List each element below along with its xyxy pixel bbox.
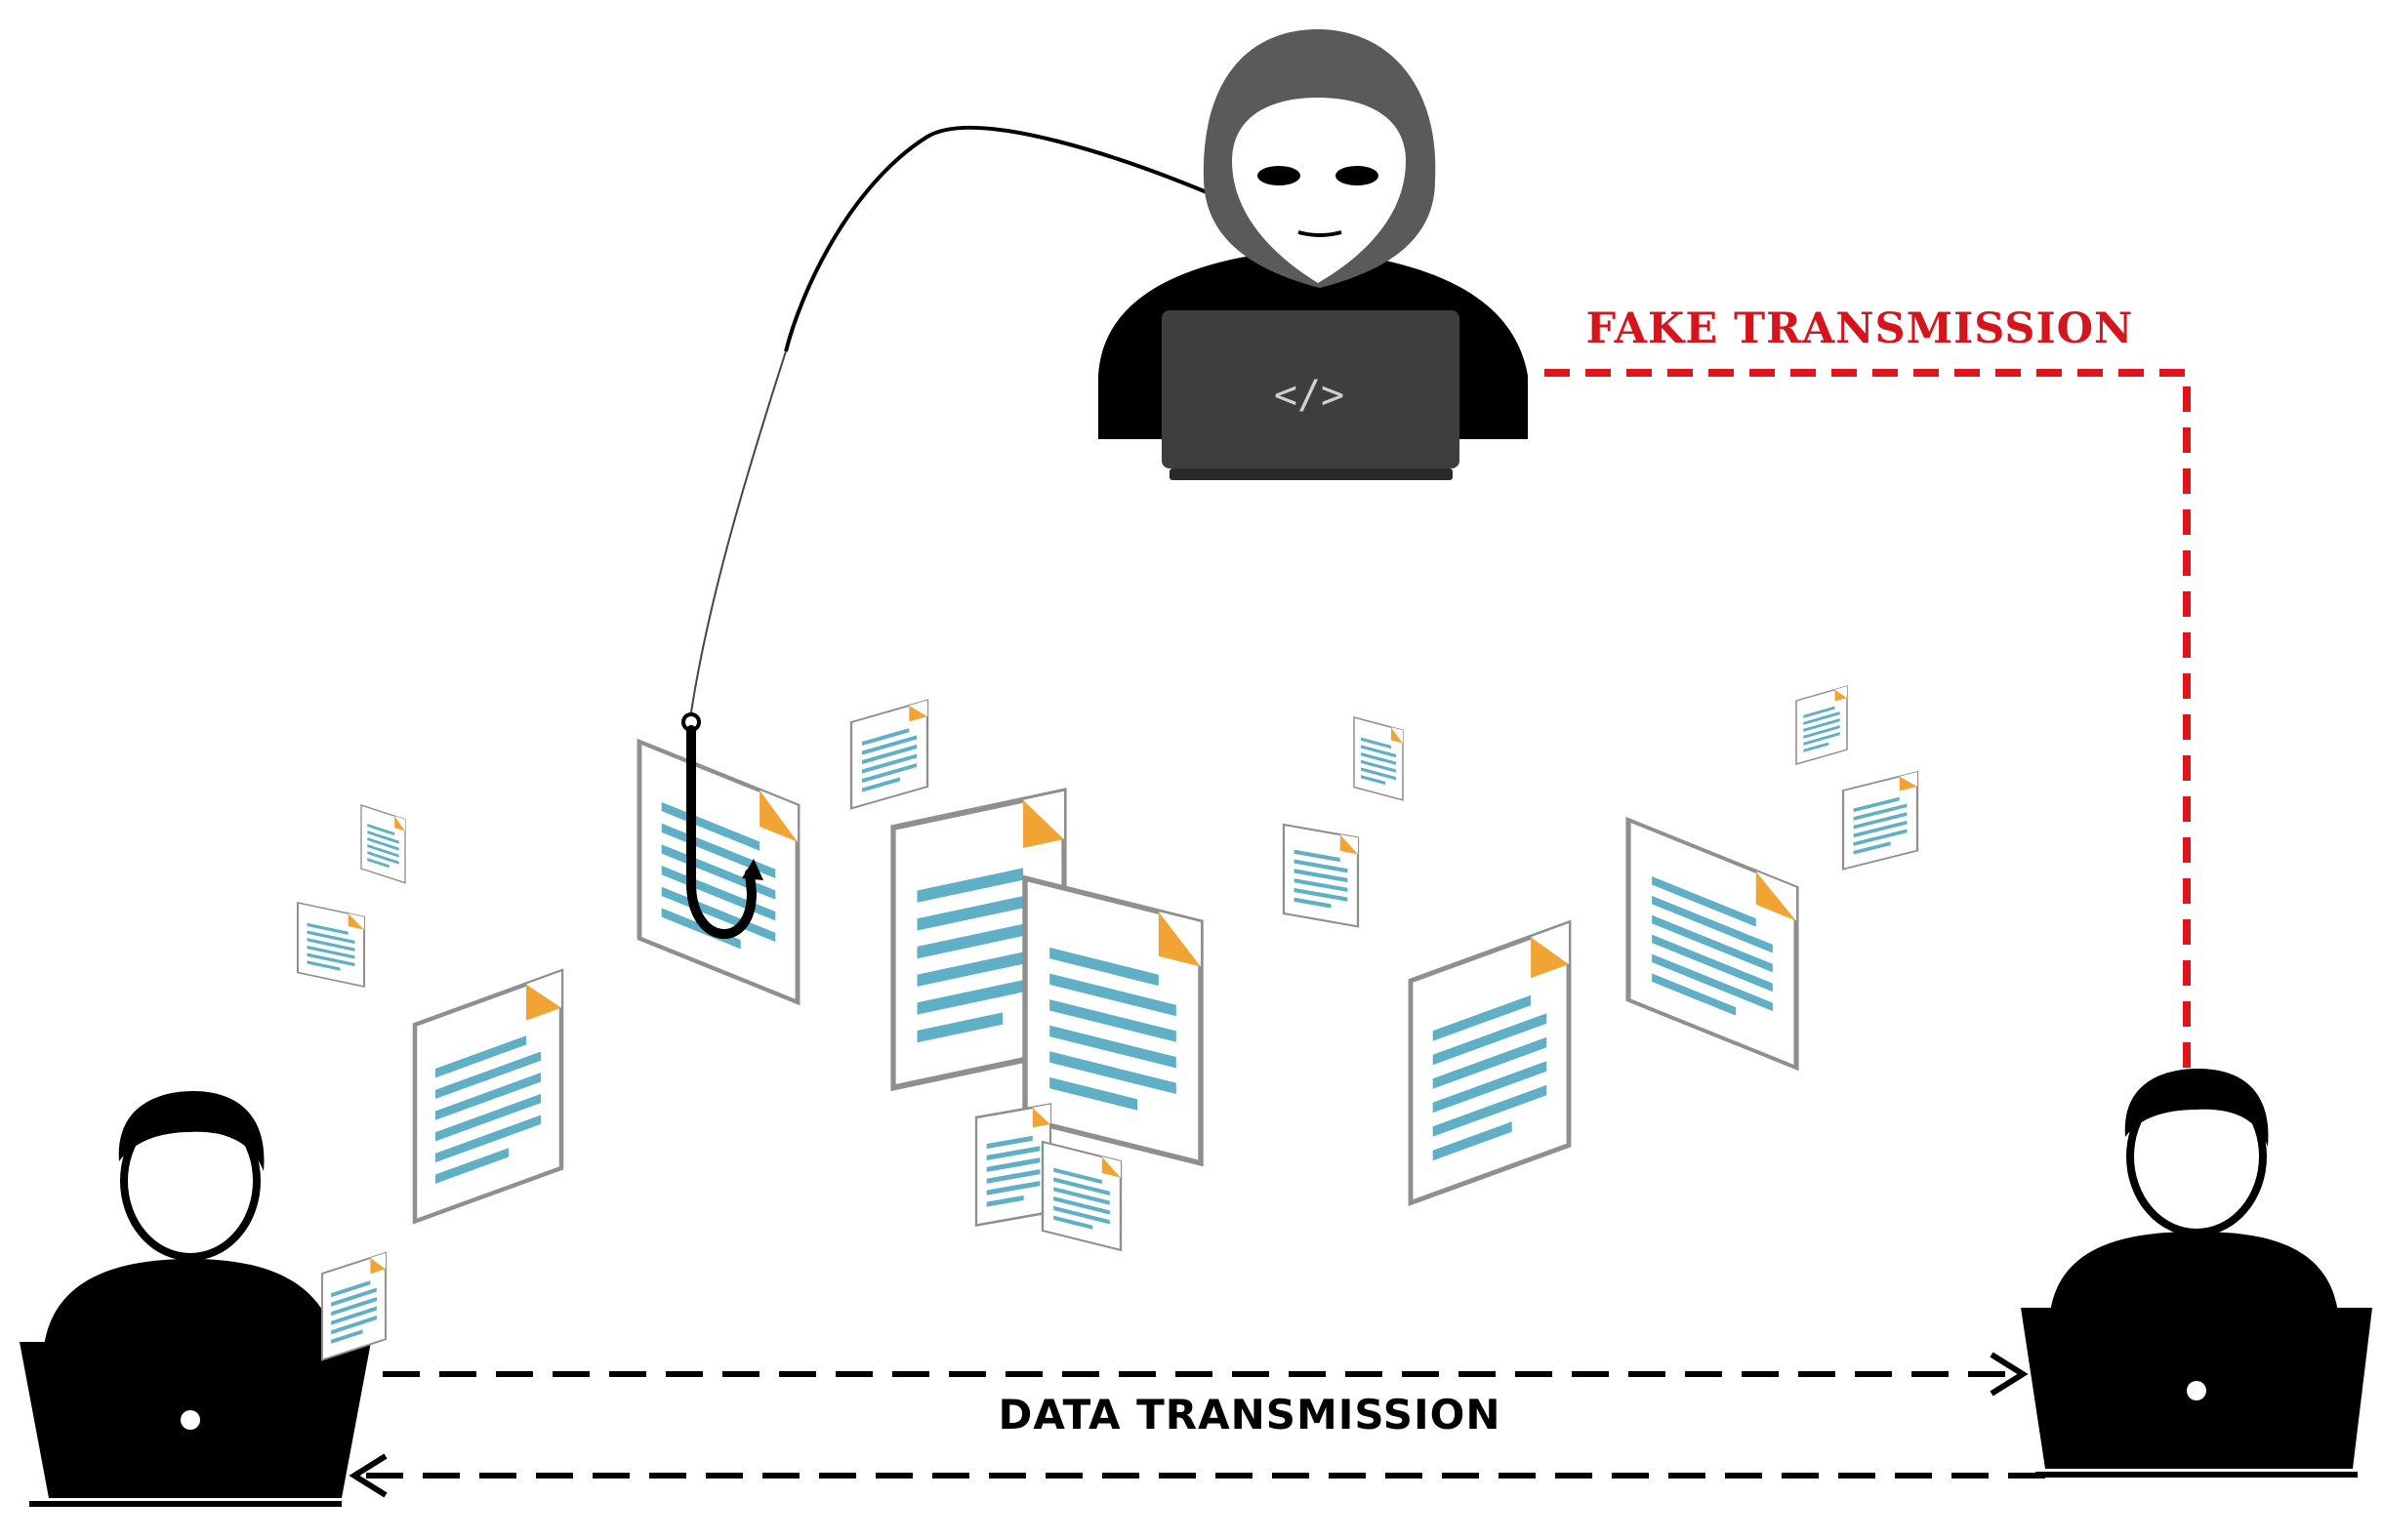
document-icon bbox=[849, 699, 929, 810]
receiver-hair bbox=[2124, 1069, 2269, 1147]
arrowhead-right-icon bbox=[1990, 1352, 2029, 1397]
hacker-eye-left bbox=[1257, 166, 1300, 185]
hacker-mouth bbox=[1297, 230, 1342, 237]
hacker-mask bbox=[1232, 98, 1406, 283]
code-icon: </> bbox=[1274, 373, 1344, 418]
receiver-laptop-icon bbox=[2021, 1308, 2372, 1478]
receiver-body bbox=[2050, 1232, 2338, 1313]
fake-transmission-line bbox=[1544, 369, 2191, 1074]
fishing-hook-icon bbox=[681, 712, 763, 939]
document-icon bbox=[639, 742, 798, 1002]
data-transmission-arrows bbox=[349, 1352, 2045, 1498]
document-icon bbox=[320, 1251, 388, 1361]
fake-transmission-label: FAKE TRANSMISSION bbox=[1585, 304, 2134, 353]
arrowhead-left-icon bbox=[349, 1453, 388, 1498]
document-icon bbox=[1282, 823, 1360, 928]
data-transmission-label: DATA TRANSMISSION bbox=[998, 1391, 1501, 1439]
hacker-laptop: </> bbox=[1162, 310, 1459, 480]
sender-hair bbox=[118, 1091, 265, 1171]
hacker-eye-right bbox=[1335, 166, 1378, 185]
document-icon bbox=[360, 804, 406, 884]
sender-user bbox=[20, 1091, 388, 1507]
receiver-user bbox=[2021, 1069, 2372, 1478]
hacker-figure: </> bbox=[1098, 29, 1528, 480]
document-icon bbox=[1795, 685, 1848, 765]
fishing-line bbox=[784, 125, 1226, 352]
fishing-line-lower bbox=[690, 350, 787, 713]
sender-body bbox=[44, 1259, 337, 1347]
document-icon bbox=[1411, 923, 1569, 1202]
document-icon bbox=[974, 1103, 1052, 1227]
document-icon bbox=[415, 971, 561, 1221]
document-icon bbox=[1041, 1140, 1123, 1252]
document-icon bbox=[1841, 770, 1919, 871]
document-icon bbox=[1353, 716, 1404, 801]
document-icon bbox=[296, 901, 366, 988]
sender-laptop-icon bbox=[20, 1342, 371, 1507]
document-icon bbox=[1628, 820, 1796, 1068]
